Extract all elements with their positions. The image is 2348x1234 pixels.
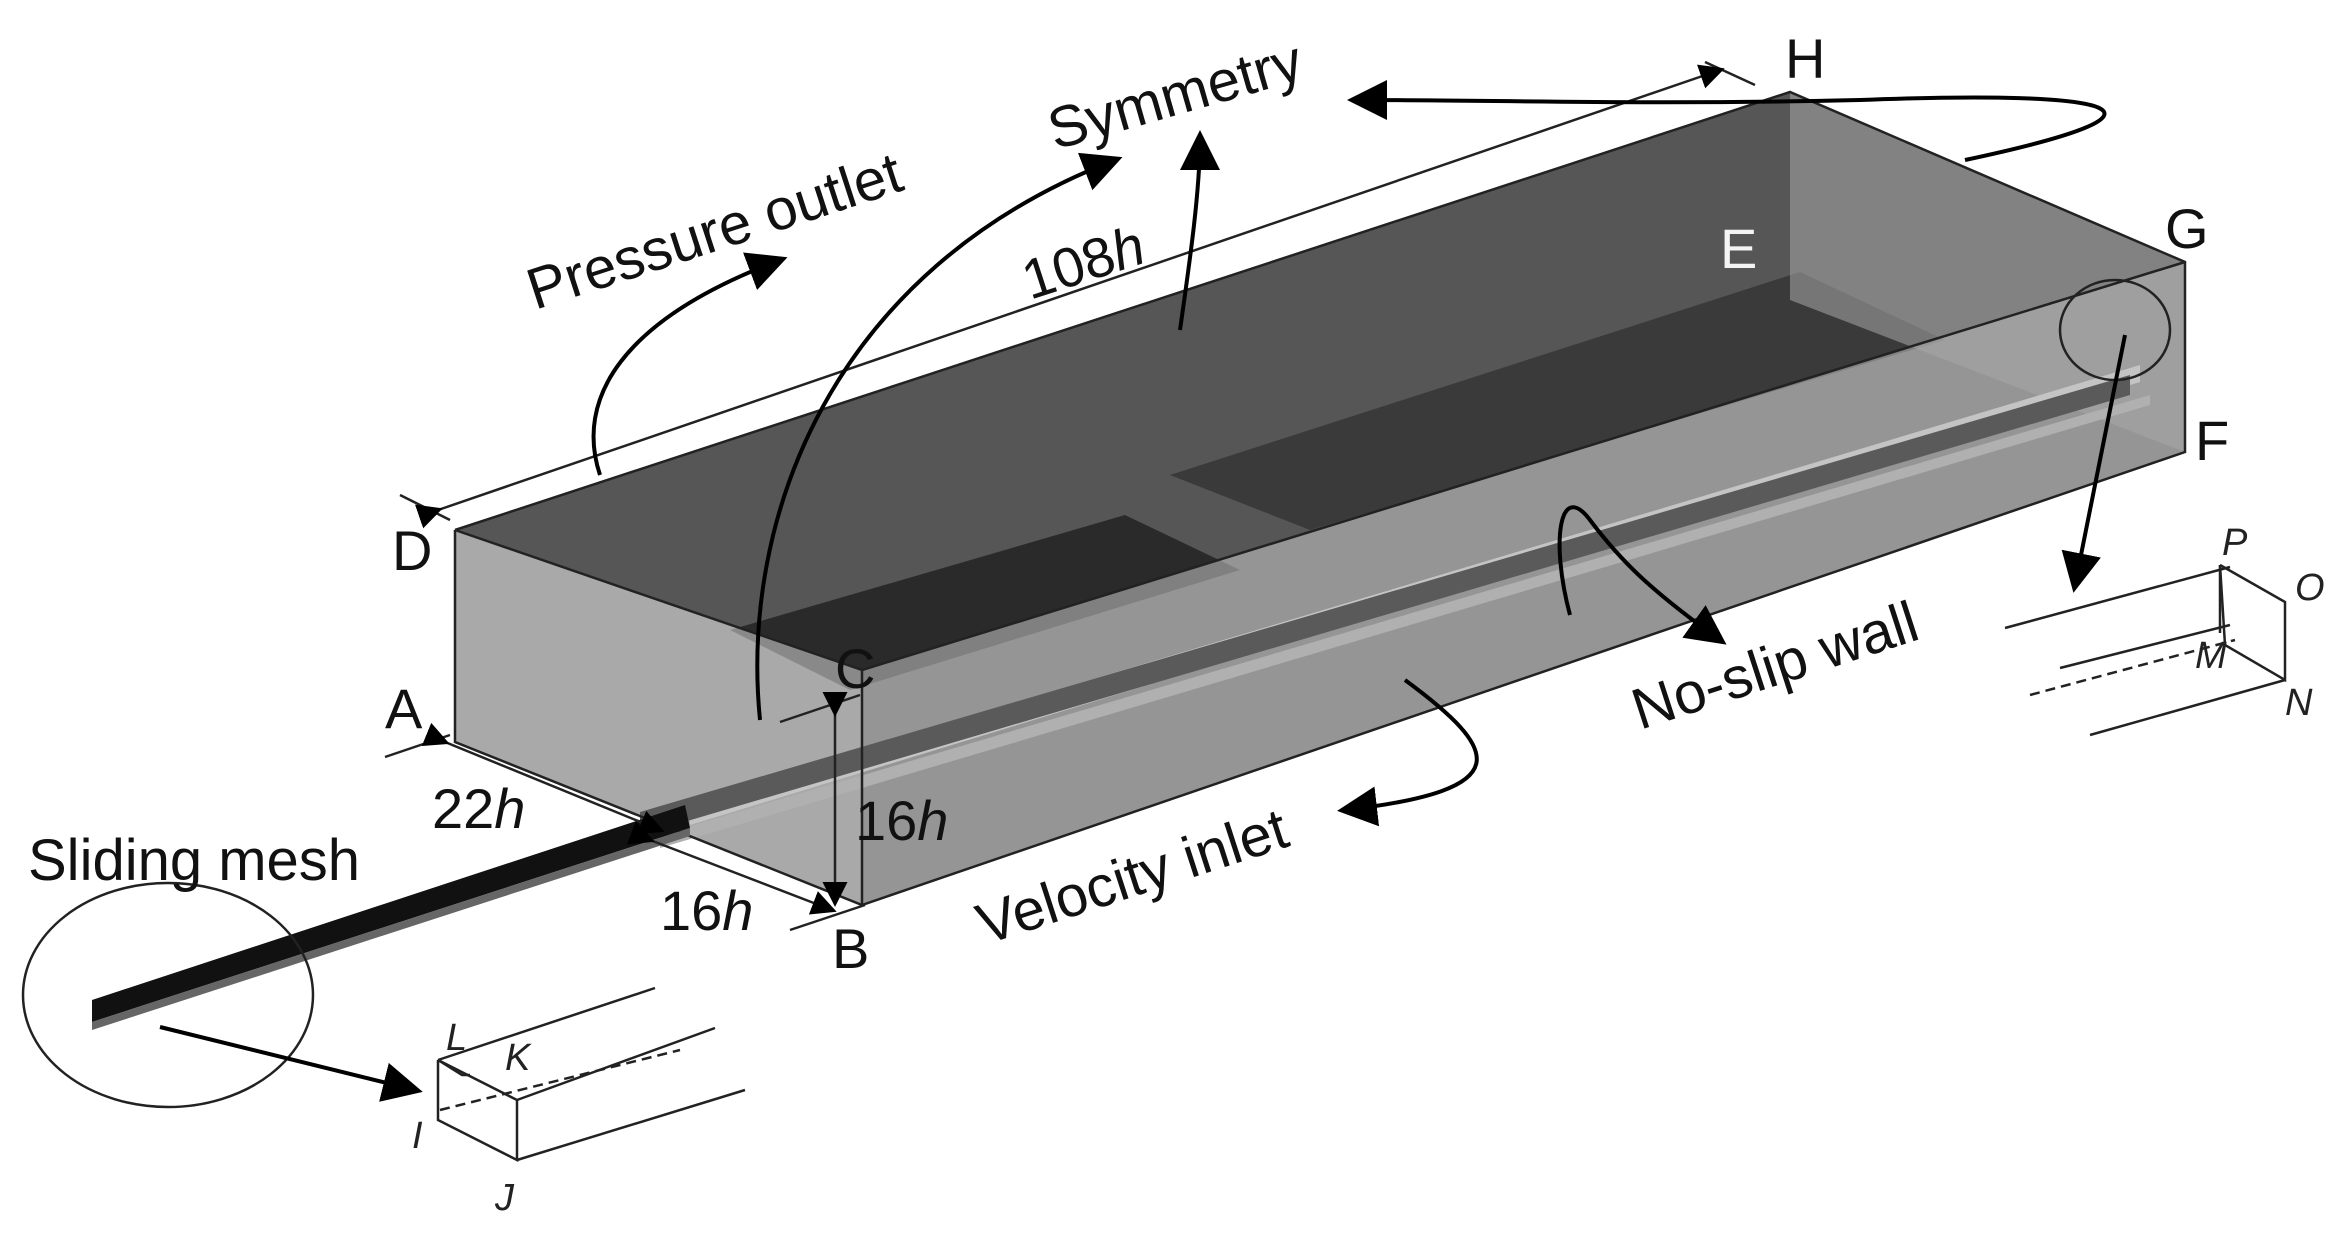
detail-box-mnop — [2004, 563, 2287, 737]
detail-ijkl-rail-mid — [516, 1026, 716, 1102]
dimension-108h — [399, 60, 1756, 529]
dim-16-height-value: 16 — [855, 789, 917, 852]
point-O: O — [2295, 567, 2325, 609]
dim-text-108h: 108h — [1014, 213, 1152, 311]
detail-mnop-rail-top — [2004, 565, 2231, 630]
detail-mnop-dashed — [2029, 638, 2236, 697]
dim-line-108h — [415, 64, 1725, 529]
detail-mnop-face — [2218, 563, 2287, 683]
sliding-mesh-circle — [21, 881, 315, 1109]
point-B: B — [832, 917, 869, 980]
train-tail — [92, 805, 690, 1030]
dim-text-22h: 22h — [432, 777, 525, 840]
point-A: A — [385, 677, 423, 740]
label-sliding-mesh: Sliding mesh — [28, 828, 360, 893]
dim-16-side-unit: h — [722, 879, 753, 942]
train-body — [640, 375, 2130, 835]
detail-box-ijkl — [436, 986, 746, 1163]
outlet-end-face — [1790, 92, 2185, 452]
point-L: L — [446, 1017, 467, 1059]
arrow-symmetry-up — [1178, 130, 1220, 331]
point-E: E — [1720, 217, 1757, 280]
point-N: N — [2285, 682, 2313, 724]
dim-line-22h — [421, 722, 665, 834]
arrow-sliding-mesh-detail — [159, 1025, 423, 1102]
point-M: M — [2195, 635, 2227, 677]
train-tail-highlight — [92, 828, 690, 1030]
point-P: P — [2222, 522, 2248, 564]
detail-ijkl-rail-top — [437, 986, 656, 1062]
point-K: K — [505, 1037, 532, 1079]
arrow-symmetry-curve — [755, 152, 1123, 721]
dim-line-16h-side — [626, 821, 837, 915]
dark-region-front — [730, 515, 1240, 690]
point-H: H — [1785, 27, 1825, 90]
point-F: F — [2195, 409, 2229, 472]
label-pressure-outlet: Pressure outlet — [519, 140, 910, 322]
dim-22-unit: h — [494, 777, 525, 840]
train-tail-shape — [92, 805, 690, 1022]
label-symmetry: Symmetry — [1041, 28, 1310, 162]
detail-mnop-rail-bottom — [2089, 678, 2286, 737]
dimension-22h — [384, 722, 665, 834]
dim-108-value: 108 — [1014, 223, 1122, 312]
dim-22-value: 22 — [432, 777, 494, 840]
detail-mnop-rail-mid — [2059, 623, 2231, 670]
detail-ijkl-face — [436, 1058, 519, 1163]
detail-ijkl-rail-bottom — [516, 1088, 746, 1162]
point-I: I — [412, 1115, 423, 1157]
ground-strip-2 — [660, 395, 2150, 848]
dim-16-height-unit: h — [917, 789, 948, 852]
arrow-no-slip-wall — [1557, 505, 1727, 645]
dim-16-side-value: 16 — [660, 879, 722, 942]
dimension-16h-side — [626, 821, 866, 932]
point-C: C — [835, 637, 875, 700]
edge-DC — [454, 528, 863, 672]
arrow-velocity-inlet — [1337, 678, 1479, 827]
dim-text-16h-side: 16h — [660, 879, 753, 942]
arrow-pressure-outlet — [591, 252, 788, 476]
detail-ijkl-dashed — [439, 1048, 681, 1112]
point-J: J — [494, 1177, 515, 1219]
arrow-symmetry-right — [1347, 80, 2107, 162]
tick-B — [789, 903, 866, 932]
dim-text-16h-height: 16h — [855, 789, 948, 852]
dimension-16h-height — [779, 692, 861, 907]
point-D: D — [392, 519, 432, 582]
arrow-corner-detail — [2061, 334, 2127, 593]
point-G: G — [2165, 197, 2209, 260]
